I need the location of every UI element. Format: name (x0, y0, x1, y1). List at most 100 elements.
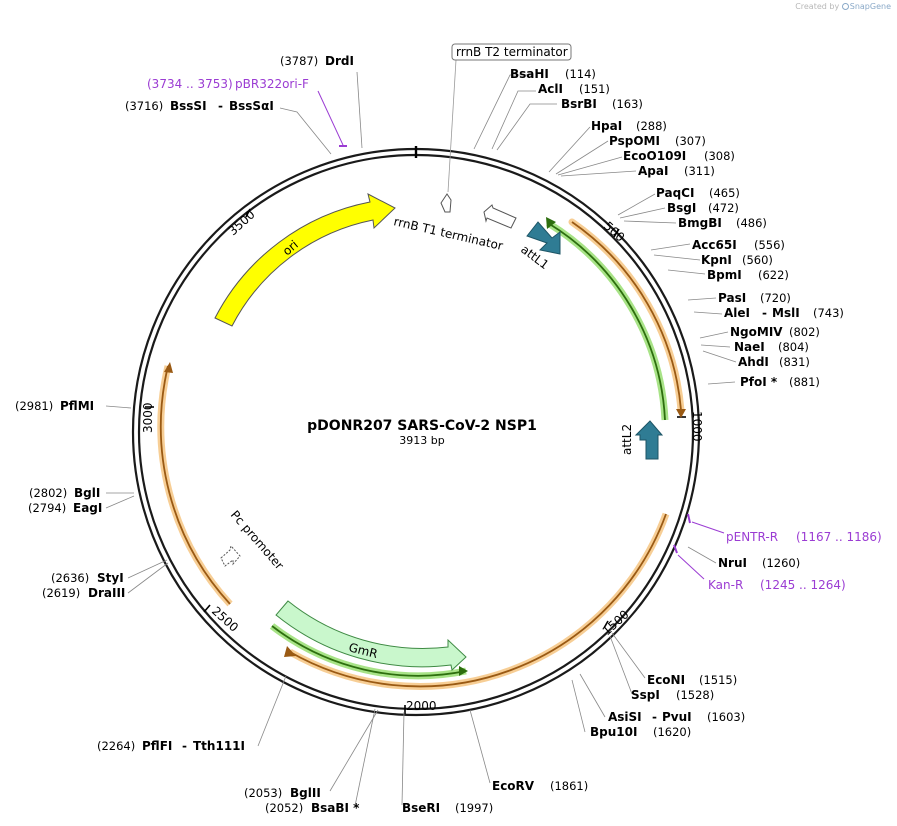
enzyme-aclI-name: AclI (538, 82, 563, 96)
enzyme-bssSI-sep: - (218, 99, 223, 113)
snapgene-credit: Created by SnapGene (795, 2, 891, 11)
rrnB-T2-label-box (451, 43, 572, 61)
rrnB-T1-feature: rrnB T1 terminator (392, 204, 517, 253)
enzyme-bssSI-name2: BssSαI (229, 99, 274, 113)
orf-arrowhead-2 (284, 646, 296, 657)
credit-brand: SnapGene (849, 2, 891, 11)
primer-pENTR-name: pENTR-R (726, 530, 778, 544)
enzyme-paqCI-name: PaqCI (656, 186, 694, 200)
enzyme-ecoO109I-name: EcoO109I (623, 149, 686, 163)
enzyme-hpaI-pos: (288) (636, 119, 667, 133)
enzyme-aleI-name2: MslI (772, 306, 800, 320)
enzyme-kpnI-pos: (560) (742, 253, 773, 267)
credit-prefix: Created by (795, 2, 840, 11)
orf-arrowhead-1 (676, 409, 686, 418)
enzyme-draIII-name: DraIII (88, 586, 125, 600)
pc-promoter-feature: Pc promoter (220, 508, 286, 572)
enzyme-asiSI-name2: PvuI (662, 710, 692, 724)
enzyme-pflFI-name: PflFI (142, 739, 172, 753)
enzyme-sspI-pos: (1528) (676, 688, 714, 702)
enzyme-asiSI-pos: (1603) (707, 710, 745, 724)
rrnB-T2-label: rrnB T2 terminator (456, 45, 568, 59)
enzyme-ecoRV-name: EcoRV (492, 779, 535, 793)
enzyme-bglI-name: BglI (74, 486, 100, 500)
enzyme-paqCI-pos: (465) (709, 186, 740, 200)
enzyme-pasI-name: PasI (718, 291, 746, 305)
enzyme-acc65I-pos: (556) (754, 238, 785, 252)
enzyme-aleI-name: AleI (724, 306, 750, 320)
enzyme-ecoNI-pos: (1515) (699, 673, 737, 687)
enzyme-ngoMIV-name: NgoMIV (730, 325, 783, 339)
green-arrowhead-1 (546, 217, 556, 229)
enzyme-pfoI-pos: (881) (789, 375, 820, 389)
enzyme-bsaHI-name: BsaHI (510, 67, 549, 81)
primer-pBR322ori-name: pBR322ori-F (235, 77, 309, 91)
enzyme-nruI-name: NruI (718, 556, 747, 570)
orf-arc-left (157, 365, 233, 607)
enzyme-draIII-pos: (2619) (42, 586, 80, 600)
primer-pENTR-range: (1167 .. 1186) (796, 530, 882, 544)
attL2-feature: attL2 (620, 420, 664, 460)
gmR-feature: GmR (275, 600, 467, 671)
enzyme-bsaBI-name: BsaBI * (311, 801, 360, 815)
enzyme-asiSI-name: AsiSI (608, 710, 642, 724)
enzyme-bglII-pos: (2053) (244, 786, 282, 800)
enzyme-asiSI-sep: - (652, 710, 657, 724)
primer-kan-range: (1245 .. 1264) (760, 578, 846, 592)
enzyme-bseRI-pos: (1997) (455, 801, 493, 815)
enzyme-bseRI-name: BseRI (402, 801, 440, 815)
enzyme-pfoI-name: PfoI * (740, 375, 778, 389)
enzyme-bpu10I-pos: (1620) (653, 725, 691, 739)
primer-marks (317, 90, 725, 580)
enzyme-hpaI-name: HpaI (591, 119, 622, 133)
enzyme-leader-lines (105, 71, 737, 807)
enzyme-apaI-name: ApaI (638, 164, 668, 178)
enzyme-pflFI-name2: Tth111I (193, 739, 245, 753)
enzyme-bpu10I-name: Bpu10I (590, 725, 637, 739)
enzyme-naeI-name: NaeI (734, 340, 765, 354)
backbone (131, 146, 701, 717)
plasmid-length: 3913 bp (399, 434, 444, 447)
enzyme-ecoO109I-pos: (308) (704, 149, 735, 163)
enzyme-ecoNI-name: EcoNI (647, 673, 685, 687)
orf-arcs (157, 217, 686, 690)
enzyme-bmgBI-pos: (486) (736, 216, 767, 230)
enzyme-bpmI-pos: (622) (758, 268, 789, 282)
enzyme-sspI-name: SspI (631, 688, 660, 702)
green-arrowhead-2 (459, 666, 468, 676)
enzyme-acc65I-name: Acc65I (692, 238, 737, 252)
enzyme-bssSI-name: BssSI (170, 99, 207, 113)
enzyme-pflFI-pos: (2264) (97, 739, 135, 753)
enzyme-ahdI-pos: (831) (779, 355, 810, 369)
enzyme-aclI-pos: (151) (579, 82, 610, 96)
tick-label-1000: 1000 (690, 411, 704, 442)
snapgene-logo-icon (841, 3, 849, 10)
enzyme-aleI-sep: - (762, 306, 767, 320)
enzyme-pasI-pos: (720) (760, 291, 791, 305)
enzyme-bsrBI-pos: (163) (612, 97, 643, 111)
tick-marks: 500 1000 1500 2000 2500 3000 3500 (141, 207, 704, 714)
plasmid-name: pDONR207 SARS-CoV-2 NSP1 (307, 418, 537, 434)
enzyme-apaI-pos: (311) (684, 164, 715, 178)
enzyme-bsgI-pos: (472) (708, 201, 739, 215)
enzyme-ecoRV-pos: (1861) (550, 779, 588, 793)
tick-label-2000: 2000 (406, 699, 437, 713)
enzyme-styI-name: StyI (97, 571, 124, 585)
enzyme-naeI-pos: (804) (778, 340, 809, 354)
enzyme-bpmI-name: BpmI (707, 268, 742, 282)
enzyme-pspOMI-pos: (307) (675, 134, 706, 148)
enzyme-bmgBI-name: BmgBI (678, 216, 722, 230)
enzyme-labels: (3787) DrdI (3716) BssSI - BssSαI BsaHI … (15, 54, 844, 815)
attL2-label: attL2 (620, 424, 634, 455)
enzyme-styI-pos: (2636) (51, 571, 89, 585)
enzyme-bsaBI-pos: (2052) (265, 801, 303, 815)
enzyme-pspOMI-name: PspOMI (609, 134, 660, 148)
enzyme-bglII-name: BglII (290, 786, 321, 800)
enzyme-kpnI-name: KpnI (701, 253, 732, 267)
rrnB-T2-feature: rrnB T2 terminator (440, 43, 572, 213)
primer-pBR322ori-range: (3734 .. 3753) (147, 77, 233, 91)
orf-arrowhead-3 (164, 362, 173, 373)
enzyme-pflMI-pos: (2981) (15, 399, 53, 413)
enzyme-bsrBI-name: BsrBI (561, 97, 597, 111)
